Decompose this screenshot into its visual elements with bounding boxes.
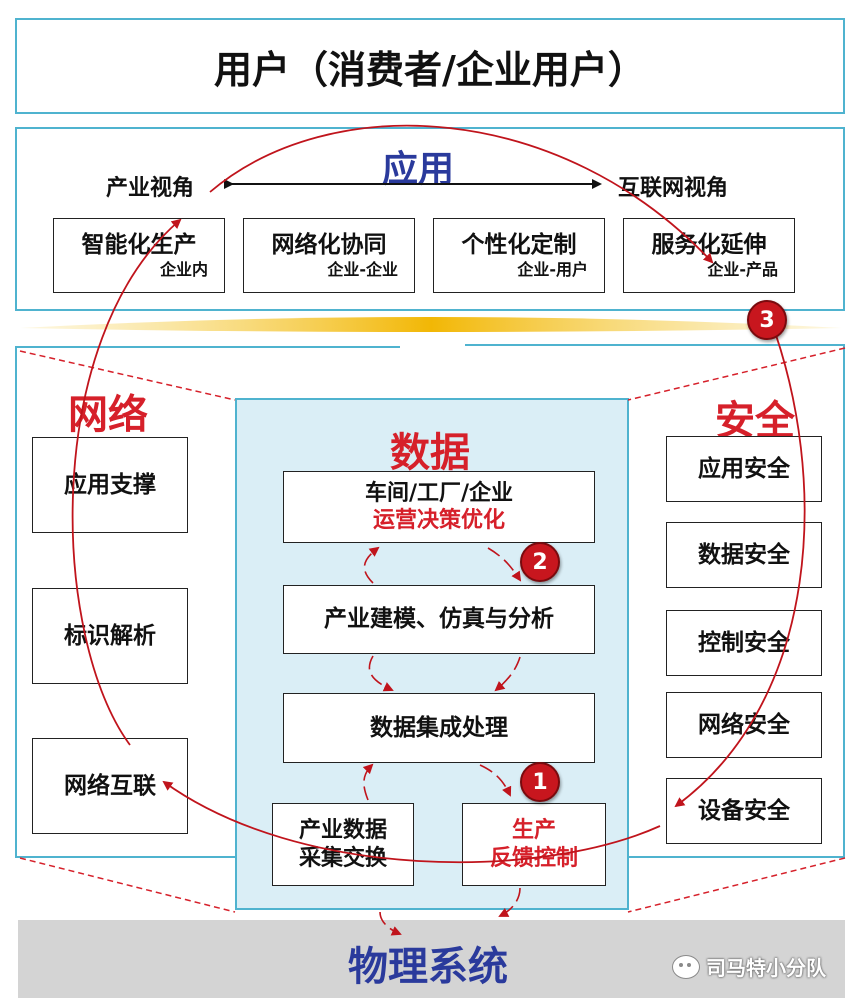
app-item-label: 服务化延伸: [651, 232, 767, 259]
dashed-line-bottom-right: [627, 857, 846, 913]
data-box-integration: 数据集成处理: [283, 693, 595, 763]
app-item-sub: 企业-产品: [707, 259, 778, 279]
security-item-label: 应用安全: [698, 455, 790, 482]
app-item-sub: 企业-企业: [327, 259, 398, 279]
security-item-label: 控制安全: [698, 629, 790, 656]
network-item-label: 标识解析: [64, 622, 156, 649]
physical-system-title: 物理系统: [348, 944, 508, 990]
app-item-sub: 企业内: [159, 259, 208, 279]
user-layer-box: 用户（消费者/企业用户）: [15, 18, 845, 114]
network-item-interconnection: 网络互联: [32, 738, 188, 834]
data-box-line: 数据集成处理: [370, 714, 508, 741]
app-item-personalized-customization: 个性化定制 企业-用户: [433, 218, 605, 293]
gold-separator: [20, 317, 842, 332]
watermark: 司马特小分队: [672, 952, 826, 981]
data-box-line: 产业建模、仿真与分析: [324, 606, 554, 633]
data-box-feedback-control: 生产 反馈控制: [462, 803, 606, 886]
internet-view-label: 互联网视角: [618, 176, 729, 201]
data-box-line-highlight: 运营决策优化: [372, 508, 505, 533]
step-badge-2: 2: [520, 542, 560, 582]
dashed-line-bottom-left: [19, 857, 236, 913]
security-item-label: 数据安全: [698, 541, 790, 568]
app-item-label: 个性化定制: [461, 232, 577, 259]
physical-system-band: [18, 920, 845, 998]
data-title: 数据: [390, 430, 470, 476]
watermark-text: 司马特小分队: [706, 956, 826, 980]
security-item-data: 数据安全: [666, 522, 822, 588]
data-box-line: 采集交换: [298, 845, 387, 871]
app-item-label: 智能化生产: [81, 232, 197, 259]
data-box-line-highlight: 反馈控制: [489, 845, 578, 871]
network-item-app-support: 应用支撑: [32, 437, 188, 533]
security-item-device: 设备安全: [666, 778, 822, 844]
data-box-line: 产业数据: [298, 818, 387, 843]
security-item-label: 设备安全: [698, 797, 790, 824]
step-badge-1: 1: [520, 762, 560, 802]
data-box-modeling-simulation: 产业建模、仿真与分析: [283, 585, 595, 654]
security-item-application: 应用安全: [666, 436, 822, 502]
security-item-label: 网络安全: [698, 711, 790, 738]
app-item-sub: 企业-用户: [517, 259, 588, 279]
application-title: 应用: [382, 149, 455, 190]
data-box-line: 车间/工厂/企业: [364, 480, 514, 506]
network-item-label: 应用支撑: [64, 471, 156, 498]
wechat-icon: [672, 954, 700, 979]
app-item-networked-collaboration: 网络化协同 企业-企业: [243, 218, 415, 293]
step-badge-3: 3: [747, 300, 787, 340]
network-item-identifier-resolution: 标识解析: [32, 588, 188, 684]
data-box-operation-decision: 车间/工厂/企业 运营决策优化: [283, 471, 595, 543]
industry-view-label: 产业视角: [106, 176, 195, 201]
user-layer-title: 用户（消费者/企业用户）: [214, 47, 646, 92]
data-box-line-highlight: 生产: [511, 818, 556, 843]
data-box-collection-exchange: 产业数据 采集交换: [272, 803, 414, 886]
app-item-label: 网络化协同: [271, 232, 387, 259]
security-item-network: 网络安全: [666, 692, 822, 758]
app-item-service-extension: 服务化延伸 企业-产品: [623, 218, 795, 293]
app-item-smart-production: 智能化生产 企业内: [53, 218, 225, 293]
security-item-control: 控制安全: [666, 610, 822, 676]
network-title: 网络: [68, 392, 148, 438]
network-item-label: 网络互联: [64, 772, 156, 799]
